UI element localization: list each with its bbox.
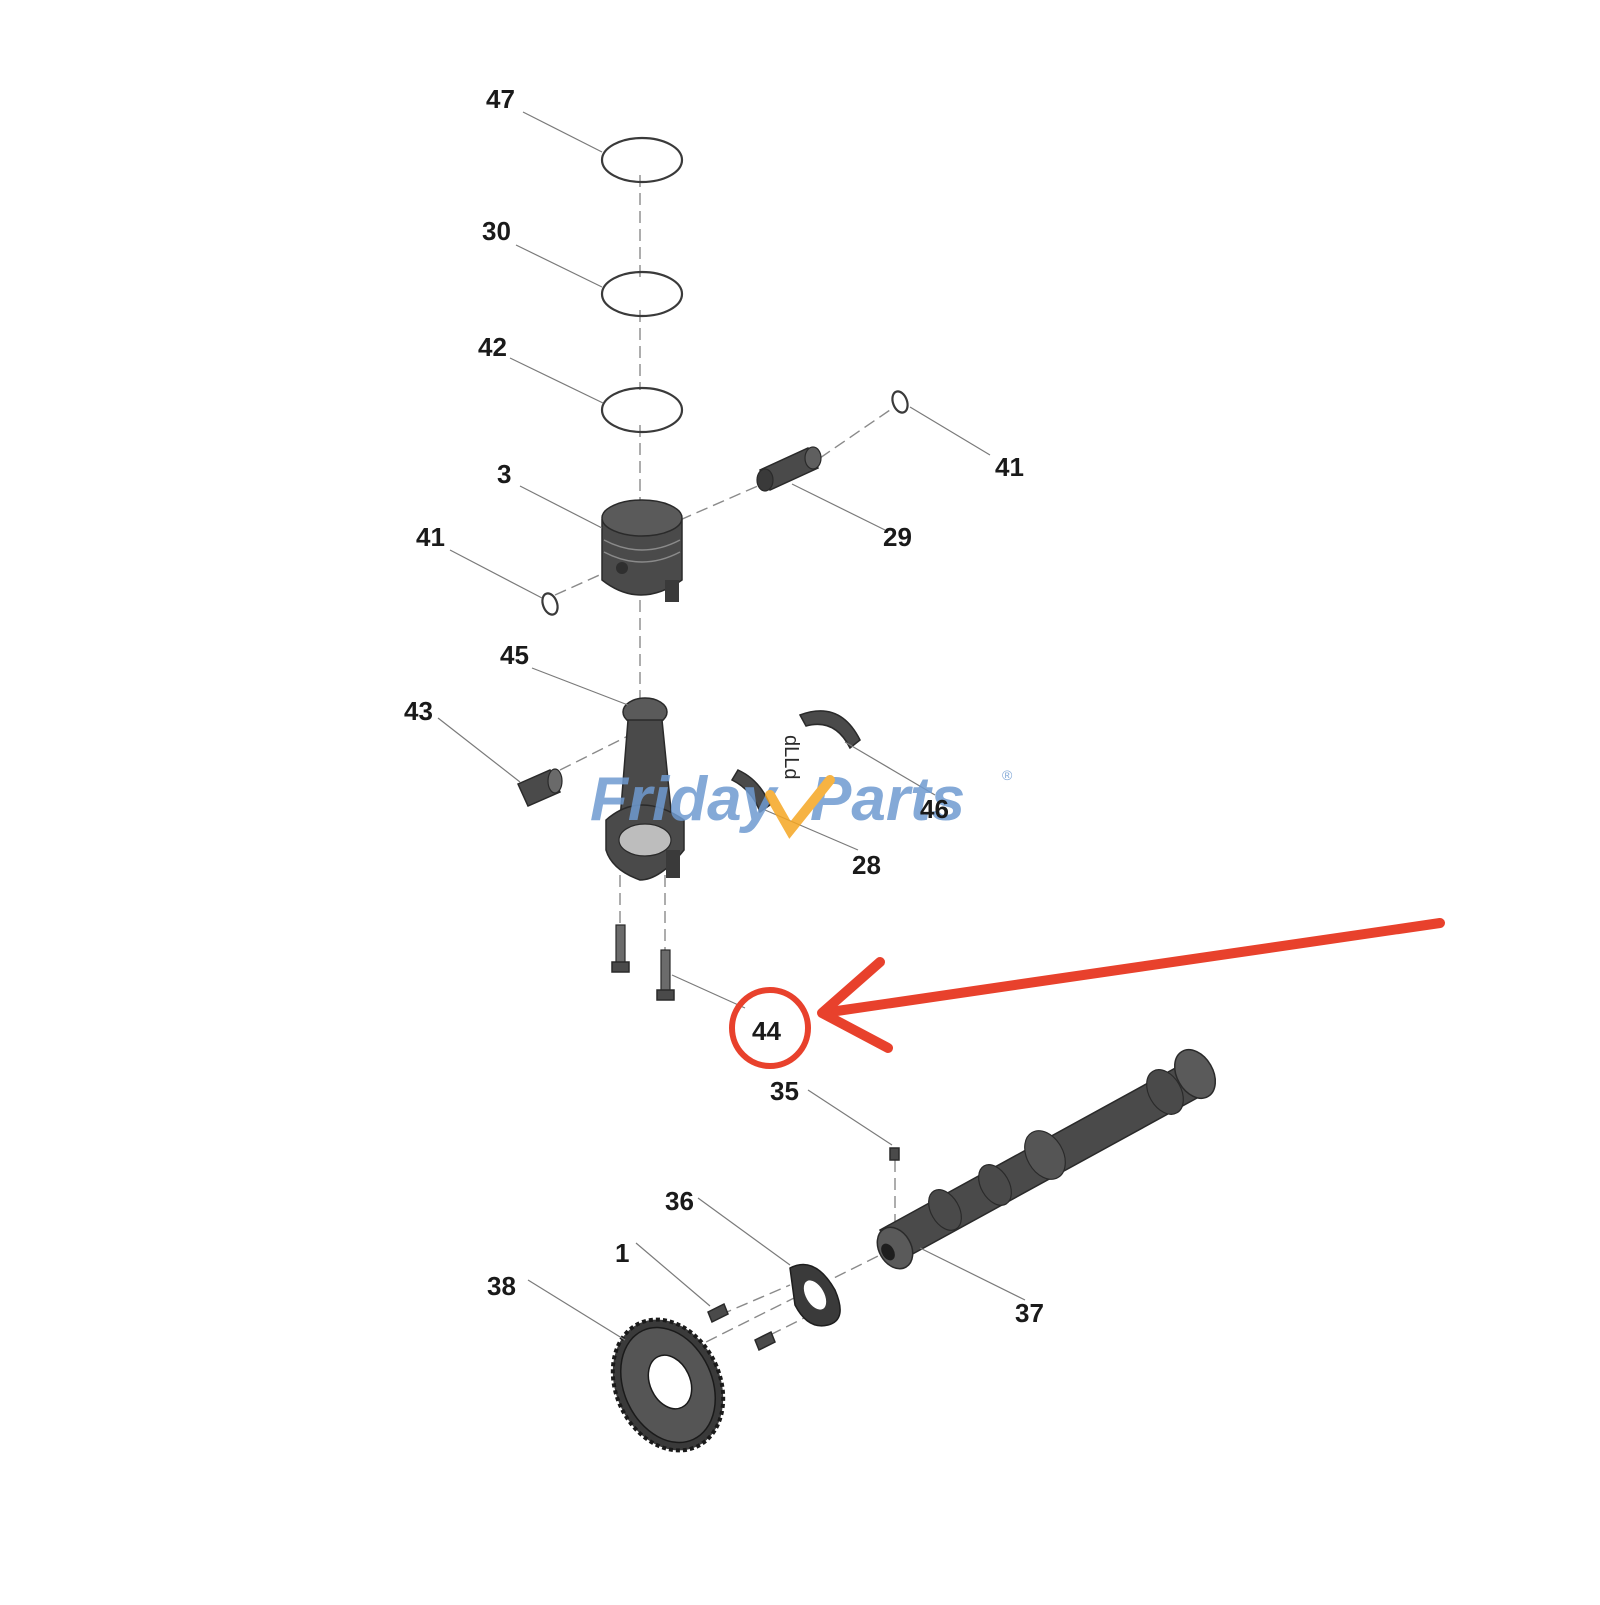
screws-1 <box>707 1302 776 1352</box>
callout-42[interactable]: 42 <box>478 332 507 362</box>
callout-1[interactable]: 1 <box>615 1238 629 1268</box>
bearing-shell-46 <box>798 710 861 750</box>
highlight-circle <box>729 987 811 1069</box>
callout-35[interactable]: 35 <box>770 1076 799 1106</box>
callout-38[interactable]: 38 <box>487 1271 516 1301</box>
assembly-axis <box>554 175 896 1351</box>
callout-45[interactable]: 45 <box>500 640 529 670</box>
highlight-arrow-shaft <box>825 918 1445 1017</box>
callout-labels: 47 30 42 3 41 41 29 45 43 46 28 44 35 36… <box>404 84 1044 1328</box>
callout-43[interactable]: 43 <box>404 696 433 726</box>
circlip-41-left <box>541 592 559 616</box>
bearing-shell-28 <box>730 769 771 814</box>
watermark-text-parts: Parts <box>810 765 965 834</box>
watermark-text-friday: Friday <box>590 765 780 834</box>
callout-28[interactable]: 28 <box>852 850 881 880</box>
callout-47[interactable]: 47 <box>486 84 515 114</box>
connecting-rod-45 <box>605 697 685 881</box>
highlight-arrow-head <box>817 957 893 1053</box>
bolts-44 <box>611 924 675 1001</box>
piston-ring-30 <box>600 270 684 318</box>
watermark-check-icon <box>765 775 835 839</box>
piston-3 <box>601 499 683 602</box>
callout-44[interactable]: 44 <box>752 1016 781 1046</box>
key-35 <box>889 1147 900 1161</box>
piston-ring-47 <box>600 136 684 184</box>
camshaft-37 <box>876 1049 1217 1270</box>
camshaft-gear-38 <box>610 1317 726 1453</box>
circlip-41-right <box>891 390 909 414</box>
callout-3[interactable]: 3 <box>497 459 511 489</box>
callout-41-left[interactable]: 41 <box>416 522 445 552</box>
bushing-43 <box>517 768 563 807</box>
callout-37[interactable]: 37 <box>1015 1298 1044 1328</box>
callout-29[interactable]: 29 <box>883 522 912 552</box>
callout-41-right[interactable]: 41 <box>995 452 1024 482</box>
callout-46[interactable]: 46 <box>920 794 949 824</box>
leader-lines <box>437 111 1026 1341</box>
piston-pin-29 <box>756 446 822 492</box>
friday-parts-watermark: Friday Parts ® <box>590 765 1013 839</box>
highlight-annotation <box>729 918 1445 1069</box>
callout-36[interactable]: 36 <box>665 1186 694 1216</box>
callout-30[interactable]: 30 <box>482 216 511 246</box>
bearing-mark-text: dLLd <box>780 735 802 780</box>
piston-ring-42 <box>600 386 684 434</box>
thrust-plate-36 <box>789 1263 841 1327</box>
watermark-registered: ® <box>1002 767 1013 783</box>
